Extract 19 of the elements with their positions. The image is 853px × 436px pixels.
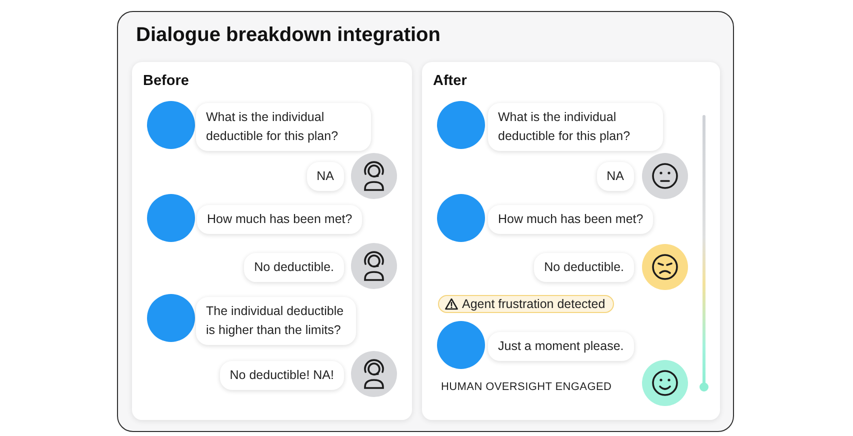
chat-bubble: No deductible. bbox=[534, 253, 634, 282]
chat-bubble: Just a moment please. bbox=[488, 332, 634, 361]
chat-panel bbox=[422, 62, 720, 420]
chat-bubble: What is the individual deductible for this plan? bbox=[196, 103, 371, 151]
panel-heading: Before bbox=[143, 73, 189, 89]
panel-heading: After bbox=[433, 73, 467, 89]
chat-bubble: The individual deductible is higher than the limits? bbox=[196, 297, 356, 345]
chat-bubble: NA bbox=[306, 162, 344, 191]
alert-badge bbox=[438, 295, 614, 313]
chat-bubble: How much has been met? bbox=[488, 205, 654, 234]
chat-bubble: How much has been met? bbox=[197, 205, 362, 234]
diagram-title: Dialogue breakdown integration bbox=[136, 24, 440, 47]
chat-bubble: NA bbox=[596, 162, 634, 191]
status-label: HUMAN OVERSIGHT ENGAGED bbox=[441, 381, 612, 393]
chat-bubble: No deductible! NA! bbox=[220, 361, 344, 390]
chat-bubble: What is the individual deductible for this plan? bbox=[488, 103, 663, 151]
chat-panel bbox=[132, 62, 412, 420]
chat-bubble: No deductible. bbox=[244, 253, 344, 282]
alert-label: Agent frustration detected bbox=[462, 297, 606, 311]
